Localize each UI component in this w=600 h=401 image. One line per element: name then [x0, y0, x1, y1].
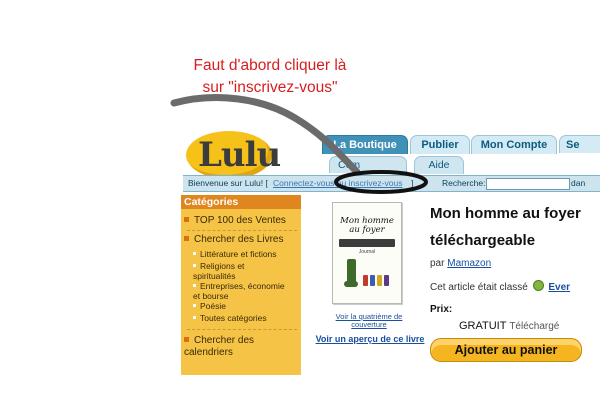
author-label: par: [430, 258, 445, 269]
search-scope-label: dan: [571, 178, 586, 188]
boot-icon: [347, 259, 356, 285]
bullet-icon: [193, 264, 196, 267]
logo-text: Lulu: [198, 135, 281, 175]
annotation-line-2: sur "inscrivez-vous": [202, 79, 338, 96]
bullet-icon: [193, 252, 196, 255]
back-cover-link[interactable]: Voir la quatrième de couverture: [335, 312, 403, 329]
rank-text: Cet article était classé: [430, 282, 528, 293]
welcome-text: Bienvenue sur Lulu! [: [188, 178, 268, 188]
subtab-aide[interactable]: Aide: [414, 156, 464, 174]
welcome-bar: Bienvenue sur Lulu! [ Connectez-vous ou …: [183, 175, 600, 192]
cover-subtitle: Journal: [358, 249, 376, 255]
preview-link[interactable]: Voir un aperçu de ce livre: [315, 334, 425, 344]
subcategory-label: Religions et spiritualités: [193, 261, 245, 281]
subcategory-label: Poésie: [200, 301, 226, 311]
sidebar-item-top100[interactable]: TOP 100 des Ventes: [184, 215, 286, 227]
small-boot-icon: [363, 275, 368, 286]
bullet-icon: [193, 284, 196, 287]
annotation-line-1: Faut d'abord cliquer là: [193, 57, 347, 74]
price-label: Prix:: [430, 304, 453, 315]
tab-mon-compte[interactable]: Mon Compte: [471, 135, 557, 154]
boot-icon: [344, 281, 358, 287]
small-boot-icon: [384, 275, 389, 286]
subcategory-poesie[interactable]: Poésie: [193, 301, 226, 311]
price-line: GRATUIT Téléchargé: [459, 320, 559, 332]
small-boot-icon: [377, 275, 382, 286]
rank-link[interactable]: Ever: [548, 282, 571, 293]
bullet-icon: [184, 217, 189, 222]
subtab-com[interactable]: Com: [329, 156, 407, 173]
bullet-icon: [184, 236, 189, 241]
rank-line: Cet article était classé Ever: [430, 280, 570, 293]
subcategory-label: Entreprises, économie et bourse: [193, 281, 285, 301]
subcategory-toutes[interactable]: Toutes catégories: [193, 313, 267, 323]
tab-se[interactable]: Se: [559, 135, 600, 153]
cover-banner: [339, 239, 395, 247]
bracket-close: ]: [411, 178, 414, 188]
price-value: GRATUIT: [459, 320, 507, 332]
sidebar-item-label: TOP 100 des Ventes: [194, 215, 286, 226]
subcategory-label: Littérature et fictions: [200, 249, 277, 259]
search-label: Recherche:: [442, 178, 486, 188]
lulu-page-screenshot: Lulu La Boutique Publier Mon Compte Se C…: [178, 125, 600, 375]
subcategory-litterature[interactable]: Littérature et fictions: [193, 249, 277, 259]
price-note: Téléchargé: [509, 321, 560, 332]
book-cover[interactable]: Mon homme au foyer Journal: [332, 202, 402, 304]
add-to-cart-button[interactable]: Ajouter au panier: [430, 338, 582, 362]
product-title-line2: téléchargeable: [430, 232, 536, 249]
subcategory-religions[interactable]: Religions et spiritualités: [193, 261, 283, 281]
annotation-text: Faut d'abord cliquer là sur "inscrivez-v…: [170, 55, 370, 99]
author-link[interactable]: Mamazon: [447, 258, 492, 269]
cover-title: Mon homme au foyer: [340, 216, 394, 235]
sidebar-item-chercher-livres[interactable]: Chercher des Livres: [184, 234, 283, 246]
author-line: par Mamazon: [430, 258, 491, 269]
bullet-icon: [184, 337, 189, 342]
tab-publier[interactable]: Publier: [410, 135, 470, 154]
small-boot-icon: [370, 275, 375, 286]
rank-icon: [532, 280, 544, 291]
product-title: Mon homme au foyer: [430, 205, 581, 222]
sidebar-item-calendriers[interactable]: Chercher des calendriers: [184, 335, 284, 359]
subcategory-entreprises[interactable]: Entreprises, économie et bourse: [193, 281, 293, 301]
divider: [187, 230, 297, 231]
categories-header: Catégories: [181, 195, 301, 209]
bullet-icon: [193, 304, 196, 307]
bullet-icon: [193, 316, 196, 319]
divider: [187, 329, 297, 330]
category-sidebar: Catégories TOP 100 des Ventes Chercher d…: [181, 195, 301, 375]
sidebar-item-label: Chercher des Livres: [194, 234, 284, 245]
connect-link[interactable]: Connectez-vous ou inscrivez-vous: [273, 178, 403, 188]
lulu-logo[interactable]: Lulu: [186, 131, 281, 179]
sidebar-item-label: Chercher des calendriers: [184, 335, 255, 358]
subcategory-label: Toutes catégories: [200, 313, 267, 323]
search-input[interactable]: [486, 178, 570, 190]
tab-la-boutique[interactable]: La Boutique: [322, 135, 408, 154]
